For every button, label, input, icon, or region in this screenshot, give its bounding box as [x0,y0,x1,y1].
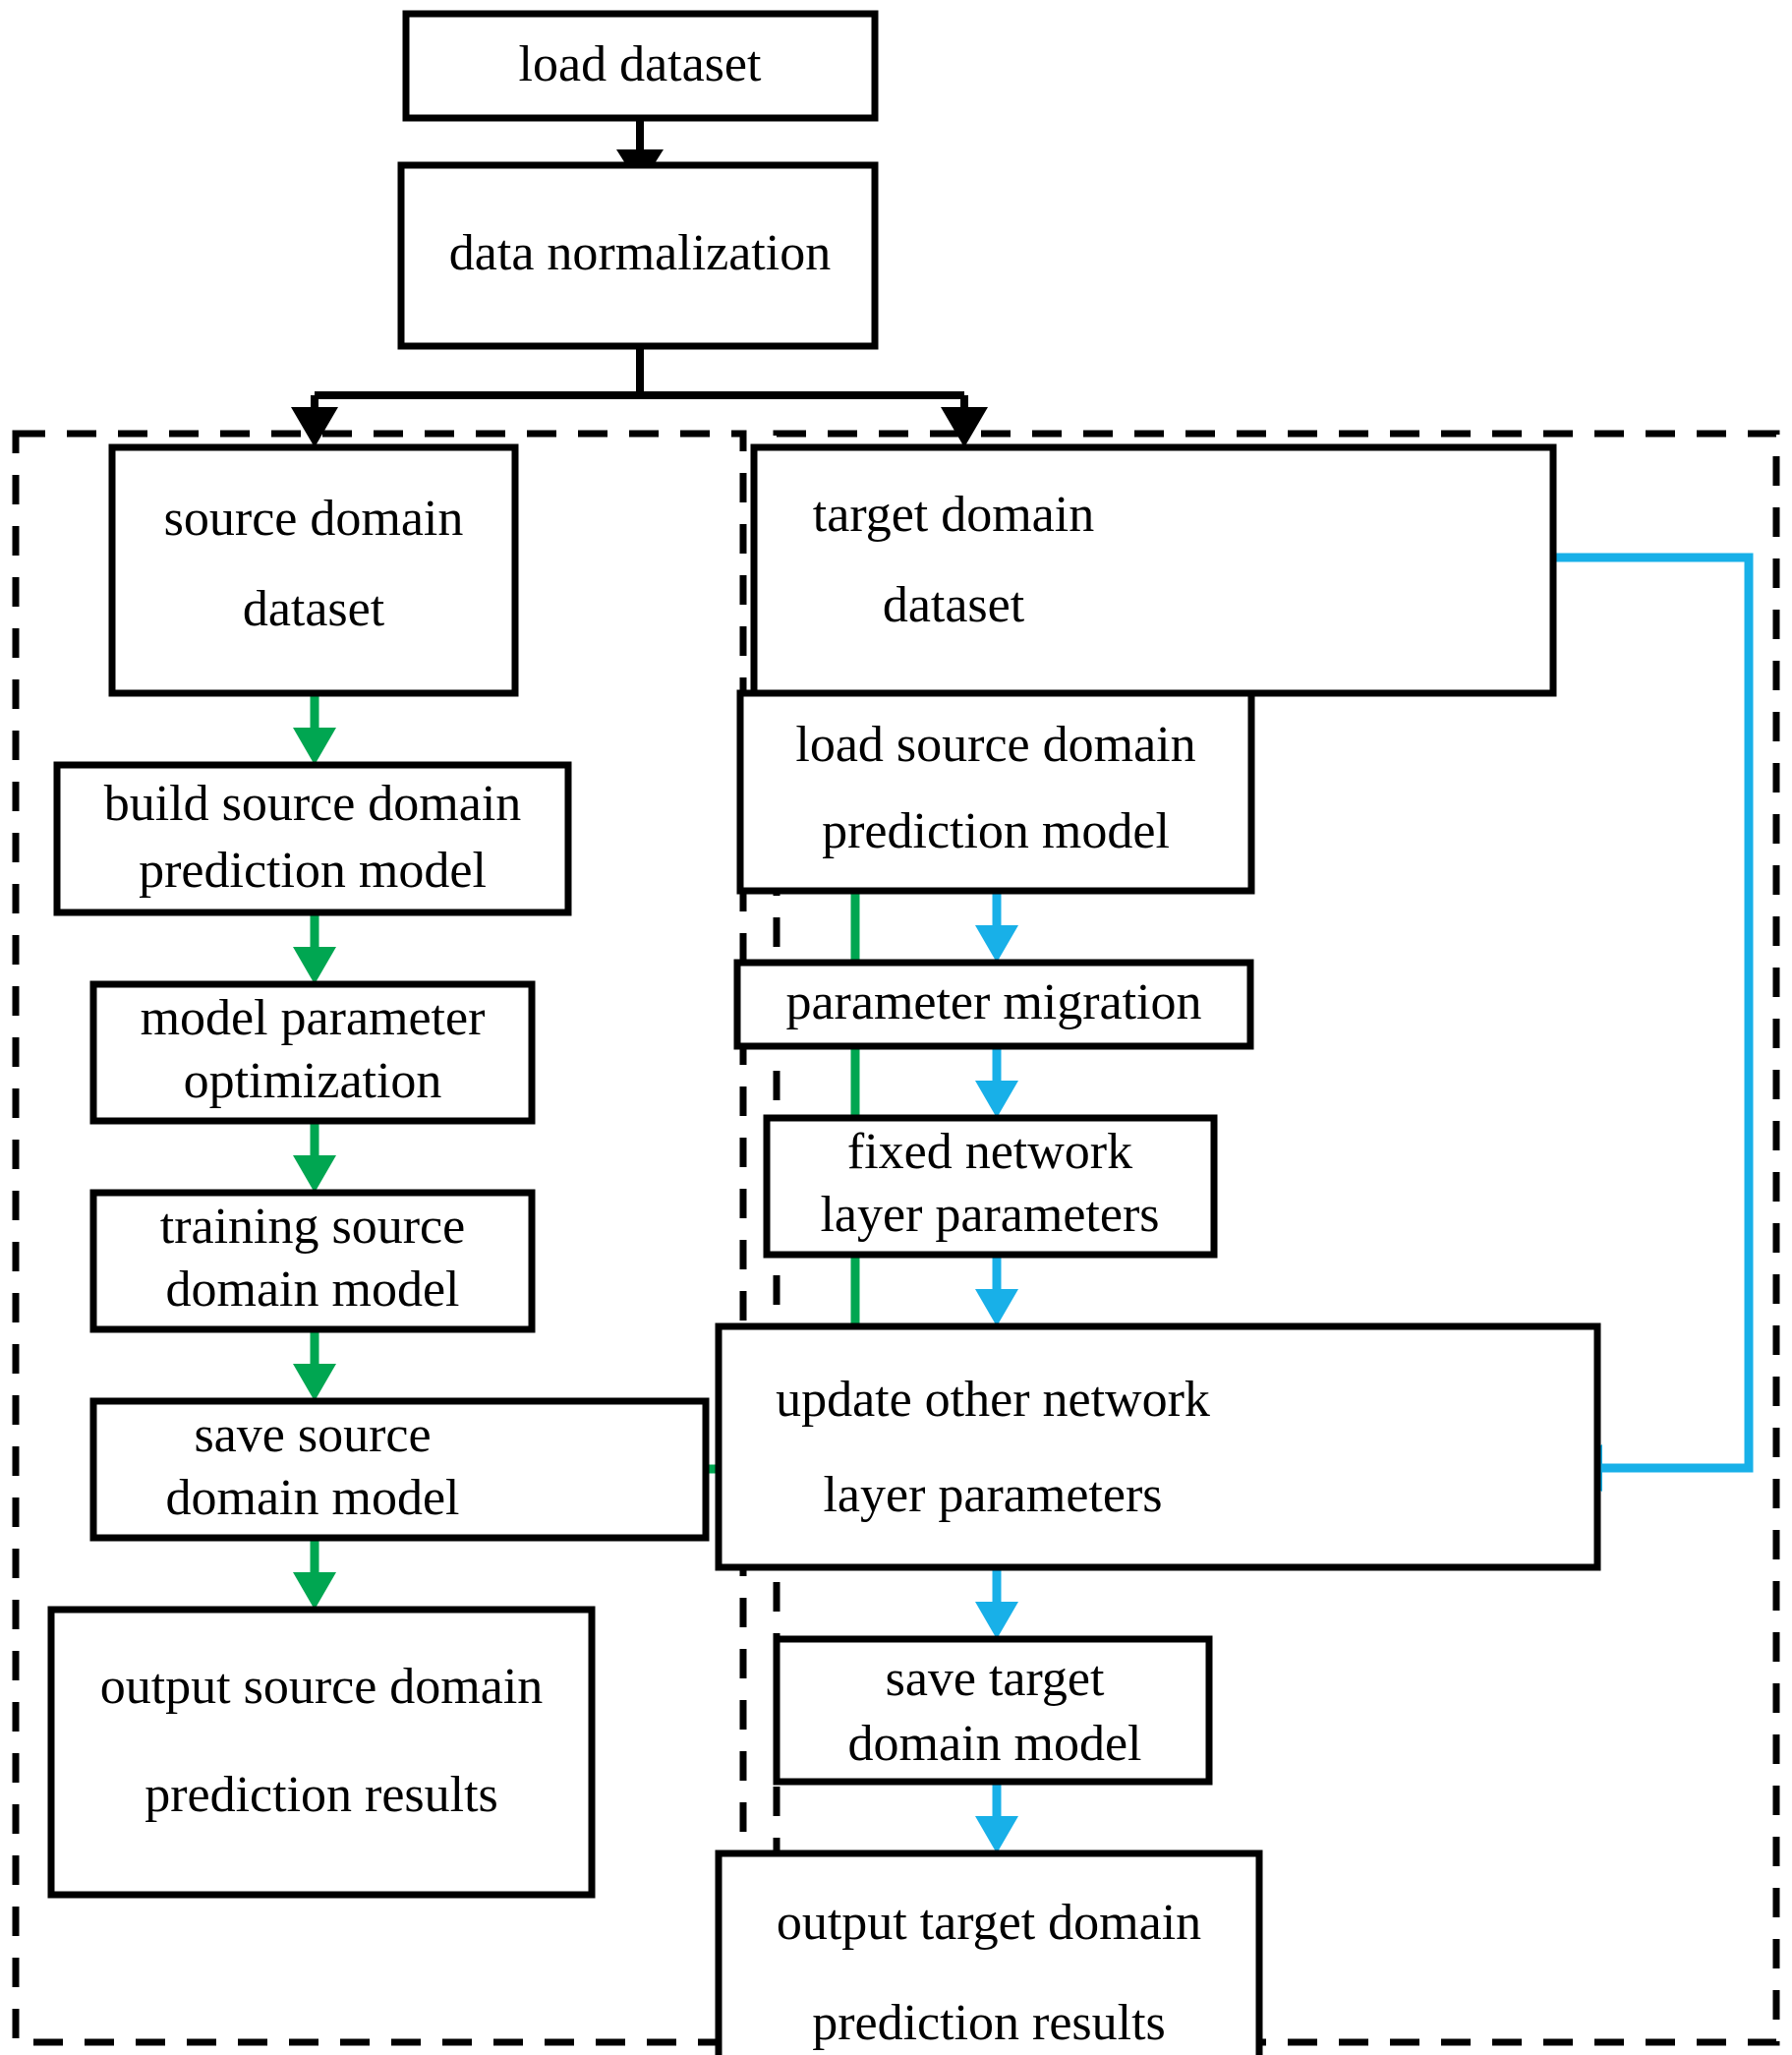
node-save-source-model[interactable]: save source domain model [89,1397,710,1542]
node-model-parameter-optimization-line2: optimization [184,1053,442,1109]
node-build-source-model[interactable]: build source domain prediction model [53,761,572,916]
node-build-source-model-line2: prediction model [139,843,487,899]
edge-save-to-output [293,1538,336,1610]
edge-optimize-to-training [293,1121,336,1193]
edge-normalize-to-source [291,395,338,447]
node-build-source-model-line1: build source domain [104,776,522,832]
node-output-source-results[interactable]: output source domain prediction results [47,1606,596,1899]
node-training-source-model-line2: domain model [166,1262,460,1318]
node-update-other-network-layer-parameters[interactable]: update other network layer parameters [715,1322,1601,1571]
node-model-parameter-optimization[interactable]: model parameter optimization [89,980,536,1125]
node-update-other-network-layer-parameters-line1: update other network [776,1372,1210,1428]
node-output-target-results[interactable]: output target domain prediction results [715,1850,1263,2055]
edge-update-to-save-target [975,1567,1018,1639]
node-data-normalization-label: data normalization [449,225,831,281]
node-training-source-model-line1: training source [160,1199,465,1255]
node-fixed-network-layer-parameters-line1: fixed network [847,1124,1132,1180]
node-load-source-model-line2: prediction model [822,803,1170,859]
node-save-source-model-line2: domain model [166,1470,460,1526]
node-fixed-network-layer-parameters[interactable]: fixed network layer parameters [763,1114,1218,1259]
node-save-source-model-line1: save source [194,1407,431,1463]
node-source-domain-dataset-line1: source domain [164,491,464,547]
edge-training-to-save [293,1329,336,1401]
node-load-source-model-line1: load source domain [795,717,1195,773]
edge-build-to-optimize [293,912,336,984]
node-output-target-results-line2: prediction results [812,1995,1166,2051]
node-parameter-migration-label: parameter migration [785,974,1201,1030]
node-output-source-results-line2: prediction results [145,1767,498,1823]
node-data-normalization[interactable]: data normalization [397,161,879,350]
edge-source-dataset-to-build [293,693,336,765]
node-load-dataset-label: load dataset [519,36,762,92]
node-source-domain-dataset-line2: dataset [243,581,385,637]
edge-fixed-to-update [975,1255,1018,1326]
node-target-domain-dataset-line2: dataset [883,577,1025,633]
node-save-target-model[interactable]: save target domain model [773,1635,1213,1786]
node-parameter-migration[interactable]: parameter migration [733,959,1254,1050]
node-load-dataset[interactable]: load dataset [402,10,879,122]
node-output-target-results-line1: output target domain [777,1895,1201,1951]
node-model-parameter-optimization-line1: model parameter [141,990,486,1046]
node-source-domain-dataset[interactable]: source domain dataset [108,443,519,697]
node-update-other-network-layer-parameters-line2: layer parameters [823,1467,1162,1523]
node-target-domain-dataset[interactable]: target domain dataset [750,443,1557,697]
edge-migration-to-fixed [975,1046,1018,1118]
node-target-domain-dataset-line1: target domain [813,487,1094,543]
edge-load-source-to-migration [975,891,1018,963]
node-load-source-model[interactable]: load source domain prediction model [736,689,1255,895]
edge-save-target-to-output [975,1782,1018,1853]
edge-normalize-to-target [941,395,988,447]
node-training-source-model[interactable]: training source domain model [89,1189,536,1333]
node-fixed-network-layer-parameters-line2: layer parameters [820,1187,1159,1243]
node-output-source-results-line1: output source domain [100,1659,544,1715]
node-save-target-model-line1: save target [886,1651,1105,1707]
node-save-target-model-line2: domain model [848,1716,1142,1772]
source-domain-panel [12,430,747,2046]
